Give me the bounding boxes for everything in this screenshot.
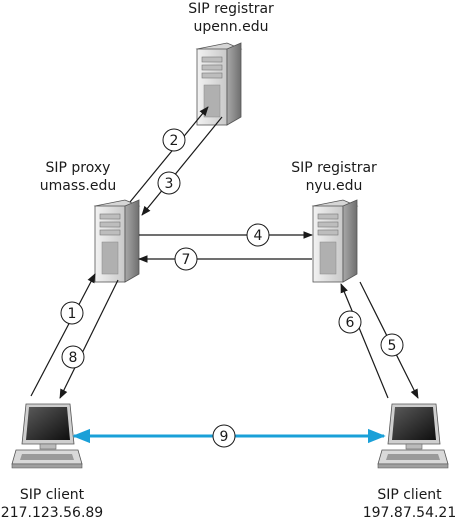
step-number: 8	[69, 350, 78, 366]
arrow-step-2	[129, 106, 209, 203]
step-number: 9	[220, 429, 229, 445]
client-left-label: SIP client 217.123.56.89	[0, 486, 104, 522]
server-tower-icon	[94, 199, 140, 283]
registrar-nyu-role: SIP registrar	[291, 160, 377, 176]
step-badge-5: 5	[380, 333, 404, 357]
registrar-nyu-label: SIP registrar nyu.edu	[284, 159, 384, 195]
client-right-label: SIP client 197.87.54.21	[360, 486, 459, 522]
step-badge-7: 7	[174, 247, 198, 271]
arrow-step-3	[141, 116, 223, 216]
registrar-upenn-label: SIP registrar upenn.edu	[186, 0, 276, 36]
desktop-computer-icon	[377, 403, 449, 469]
step-number: 7	[182, 252, 191, 268]
step-badge-6: 6	[338, 310, 362, 334]
proxy-umass-role: SIP proxy	[45, 160, 111, 176]
step-number: 4	[254, 228, 263, 244]
arrow-step-6	[340, 283, 389, 399]
registrar-nyu-host: nyu.edu	[305, 178, 363, 194]
desktop-computer-icon	[11, 403, 83, 469]
client-right-role: SIP client	[377, 487, 442, 503]
step-badge-2: 2	[162, 128, 186, 152]
step-number: 6	[346, 315, 355, 331]
step-number: 5	[388, 338, 397, 354]
step-badge-4: 4	[246, 223, 270, 247]
registrar-upenn-role: SIP registrar	[188, 1, 274, 17]
server-tower-icon	[312, 199, 358, 283]
arrow-step-8	[59, 279, 119, 399]
registrar-upenn-host: upenn.edu	[193, 19, 269, 35]
client-left-host: 217.123.56.89	[0, 505, 104, 521]
proxy-umass-host: umass.edu	[39, 178, 117, 194]
proxy-umass-label: SIP proxy umass.edu	[30, 159, 126, 195]
step-number: 3	[165, 176, 174, 192]
step-badge-3: 3	[157, 171, 181, 195]
arrow-step-1	[30, 273, 96, 397]
step-badge-1: 1	[60, 301, 84, 325]
step-badge-9: 9	[212, 424, 236, 448]
step-badge-8: 8	[61, 345, 85, 369]
client-left-role: SIP client	[19, 487, 85, 503]
client-right-host: 197.87.54.21	[362, 505, 457, 521]
step-number: 1	[68, 306, 77, 322]
step-number: 2	[170, 133, 179, 149]
